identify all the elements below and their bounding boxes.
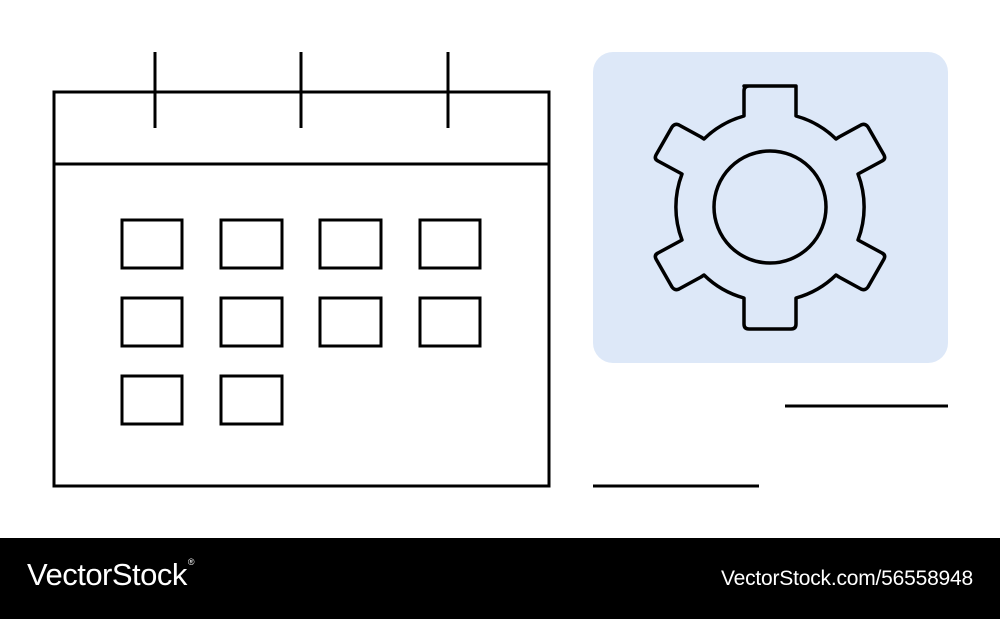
brand-mark: ® (187, 557, 195, 567)
settings-panel (593, 52, 948, 363)
calendar-frame (52, 90, 551, 488)
calendar-day-cell (219, 374, 284, 426)
illustration (52, 52, 948, 488)
calendar-day-cell (120, 296, 184, 348)
gear-icon (653, 84, 887, 331)
watermark-footer: VectorStock® VectorStock.com/56558948 (0, 538, 1000, 619)
brand-name: VectorStock (27, 557, 187, 592)
calendar-icon (52, 52, 551, 488)
gear-outline (653, 84, 887, 331)
calendar-day-cell (219, 296, 284, 348)
calendar-day-cell (318, 218, 383, 270)
calendar-day-cell (418, 296, 482, 348)
calendar-day-cell (219, 218, 284, 270)
calendar-day-cell (318, 296, 383, 348)
calendar-day-cell (120, 374, 184, 426)
image-id: VectorStock.com/56558948 (720, 567, 973, 590)
calendar-day-cell (418, 218, 482, 270)
calendar-day-cell (120, 218, 184, 270)
gear-hub (712, 149, 828, 265)
brand-logo: VectorStock® (27, 557, 195, 593)
